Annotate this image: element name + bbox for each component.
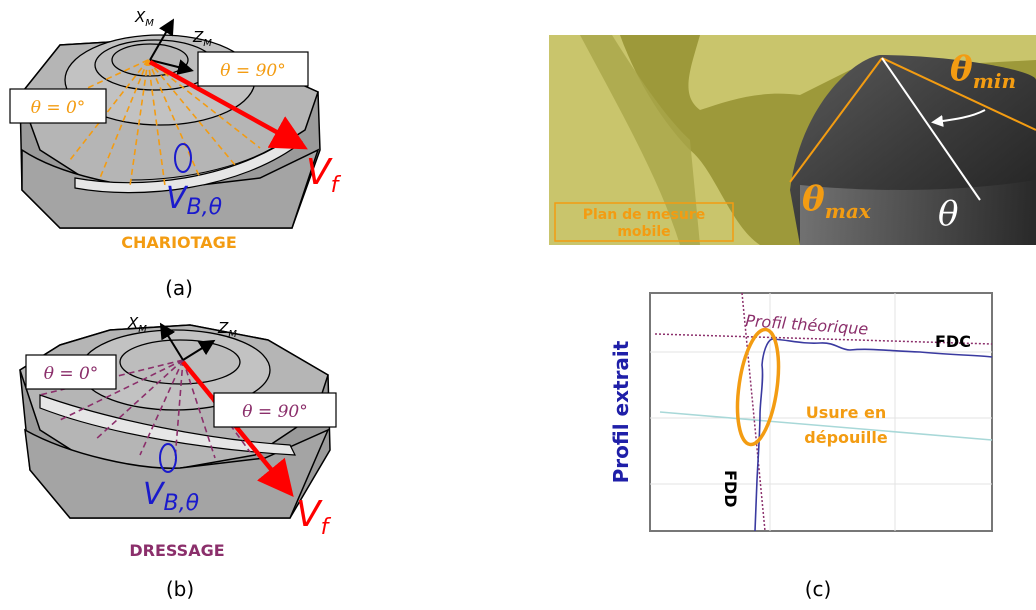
axis-xm-arrow-b: [159, 322, 184, 361]
axis-xm-label-a: XM: [134, 8, 154, 29]
feed-arrow-a: [148, 60, 308, 150]
title-chariotage: CHARIOTAGE: [121, 233, 237, 252]
axis-xm-label-b: XM: [127, 314, 147, 335]
plane-label-line2: mobile: [617, 224, 670, 240]
wear-ellipse: [735, 327, 781, 447]
fdc-label: FDC: [935, 332, 971, 351]
plane-label-line1: Plan de mesure: [583, 207, 706, 223]
vb-marker-b: [159, 443, 177, 473]
theta-90-box-b: [213, 392, 337, 428]
theta-label-photo: θ: [938, 194, 958, 234]
theta-90-label-b: θ = 90°: [242, 402, 307, 422]
vb-label-b: VB,θ: [143, 477, 200, 516]
axis-zm-arrow-b: [182, 339, 216, 361]
theta-0-label-a: θ = 0°: [31, 98, 86, 118]
wear-label-line2: dépouille: [804, 428, 888, 447]
caption-c: (c): [805, 577, 832, 601]
theta-0-label-b: θ = 0°: [44, 364, 99, 384]
theta-0-box-b: [25, 354, 117, 390]
panel-c: Profil extrait Profil théorique FDC FDD …: [609, 292, 993, 601]
profile-plot-frame: [649, 292, 993, 532]
axis-xm-arrow-a: [149, 18, 175, 61]
vf-label-b: Vf: [296, 494, 332, 540]
panel-photo: Plan de mesure mobile θmin θmax θ: [549, 35, 1036, 245]
axis-zm-arrow-a: [149, 59, 194, 75]
radial-lines-a: [39, 59, 261, 187]
vb-marker-a: [174, 143, 192, 173]
theta-90-label-a: θ = 90°: [220, 61, 285, 81]
ylabel-profil-extrait: Profil extrait: [609, 340, 633, 483]
panel-a: XM ZM θ = 0° θ = 90° Vf VB,θ CHARIOTAGE …: [9, 8, 342, 300]
panel-b: XM ZM θ = 0° θ = 90° Vf VB,θ DRESSAGE (b…: [19, 314, 337, 601]
plane-label-box: [554, 202, 734, 242]
caption-b: (b): [166, 577, 194, 601]
axis-zm-label-b: ZM: [217, 319, 237, 340]
theta-max-label: θmax: [802, 179, 872, 223]
vf-label-a: Vf: [306, 152, 342, 198]
theta-0-box-a: [9, 88, 107, 124]
axis-zm-label-a: ZM: [192, 28, 212, 49]
measured-profile: [754, 338, 993, 532]
wear-label-line1: Usure en: [806, 403, 886, 422]
title-dressage: DRESSAGE: [129, 541, 224, 560]
fdd-label: FDD: [721, 470, 740, 508]
vb-label-a: VB,θ: [166, 181, 223, 220]
caption-a: (a): [165, 276, 193, 300]
theta-90-box-a: [197, 51, 309, 87]
theta-min-label: θmin: [950, 49, 1016, 93]
